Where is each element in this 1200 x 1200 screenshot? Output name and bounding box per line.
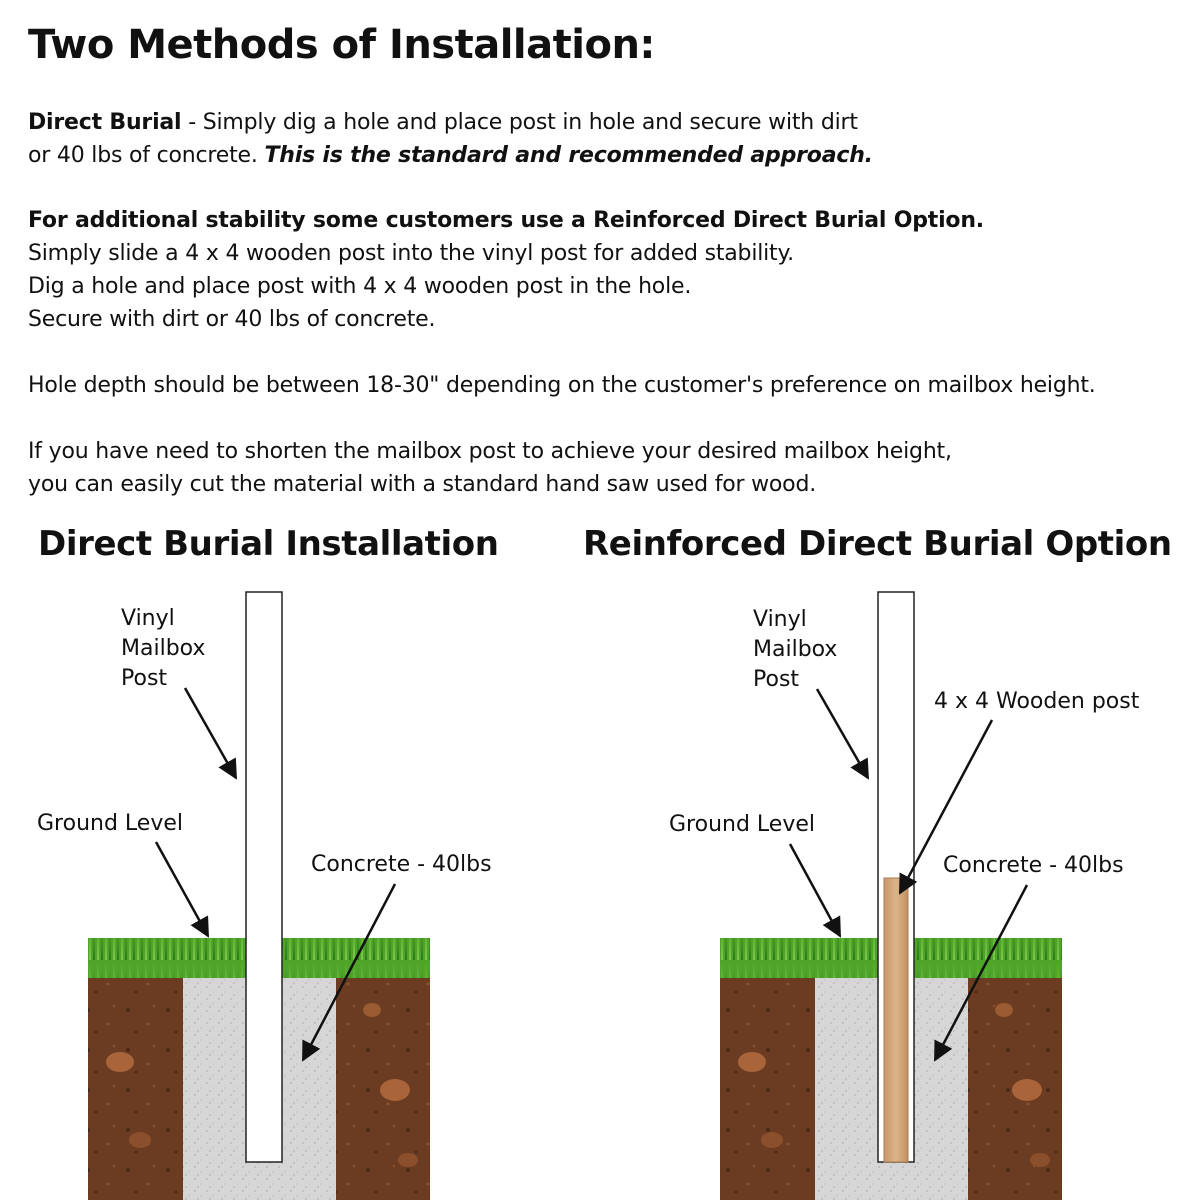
post-arrow xyxy=(815,688,870,780)
concrete-label: Concrete - 40lbs xyxy=(311,852,492,877)
direct-burial-diagram: Vinyl Mailbox Post Ground Level Concrete… xyxy=(37,591,492,1200)
concrete-arrow xyxy=(301,883,397,1062)
ground-arrow xyxy=(154,841,210,938)
reinforced-line: Dig a hole and place post with 4 x 4 woo… xyxy=(28,274,692,299)
direct-burial-line-2: or 40 lbs of concrete. This is the stand… xyxy=(28,139,873,172)
rock xyxy=(738,1052,766,1072)
wood-post-label: 4 x 4 Wooden post xyxy=(934,689,1140,714)
rock xyxy=(398,1153,418,1167)
page-title: Two Methods of Installation: xyxy=(28,22,655,68)
concrete-arrow xyxy=(933,884,1029,1062)
ground-arrow xyxy=(788,843,842,938)
direct-burial-description-2: or 40 lbs of concrete. xyxy=(28,143,265,168)
post-label: Mailbox xyxy=(121,636,205,661)
reinforced-line: Simply slide a 4 x 4 wooden post into th… xyxy=(28,241,794,266)
rock xyxy=(363,1003,381,1017)
post-label: Post xyxy=(753,667,799,692)
direct-burial-description: - Simply dig a hole and place post in ho… xyxy=(181,110,858,135)
reinforced-diagram-heading: Reinforced Direct Burial Option xyxy=(583,524,1172,564)
post-label: Mailbox xyxy=(753,637,837,662)
shorten-line: you can easily cut the material with a s… xyxy=(28,472,817,497)
reinforced-heading: For additional stability some customers … xyxy=(28,208,984,233)
hole-depth-note: Hole depth should be between 18-30" depe… xyxy=(28,369,1096,402)
ground-level-label: Ground Level xyxy=(37,811,183,836)
wooden-post xyxy=(883,877,909,1163)
rock xyxy=(995,1003,1013,1017)
shorten-line: If you have need to shorten the mailbox … xyxy=(28,439,952,464)
ground-level-label: Ground Level xyxy=(669,812,815,837)
direct-burial-term: Direct Burial xyxy=(28,110,182,135)
vinyl-post xyxy=(245,591,283,1163)
reinforced-diagram: Vinyl Mailbox Post 4 x 4 Wooden post Gro… xyxy=(669,591,1140,1200)
post-label: Vinyl xyxy=(753,607,807,632)
direct-burial-diagram-heading: Direct Burial Installation xyxy=(38,524,499,564)
reinforced-line: Secure with dirt or 40 lbs of concrete. xyxy=(28,307,436,332)
post-label: Post xyxy=(121,666,167,691)
rock xyxy=(1012,1079,1042,1101)
post-arrow xyxy=(183,687,238,780)
rock xyxy=(1030,1153,1050,1167)
shorten-paragraph: If you have need to shorten the mailbox … xyxy=(28,435,952,501)
direct-burial-paragraph: Direct Burial - Simply dig a hole and pl… xyxy=(28,106,873,172)
post-label: Vinyl xyxy=(121,606,175,631)
wood-post-arrow xyxy=(898,719,994,895)
recommended-note: This is the standard and recommended app… xyxy=(264,143,873,168)
rock xyxy=(761,1132,783,1148)
reinforced-paragraph: For additional stability some customers … xyxy=(28,204,984,336)
concrete-label: Concrete - 40lbs xyxy=(943,853,1124,878)
hole-depth-text: Hole depth should be between 18-30" depe… xyxy=(28,373,1096,398)
rock xyxy=(380,1079,410,1101)
rock xyxy=(129,1132,151,1148)
rock xyxy=(106,1052,134,1072)
direct-burial-line-1: Direct Burial - Simply dig a hole and pl… xyxy=(28,106,873,139)
